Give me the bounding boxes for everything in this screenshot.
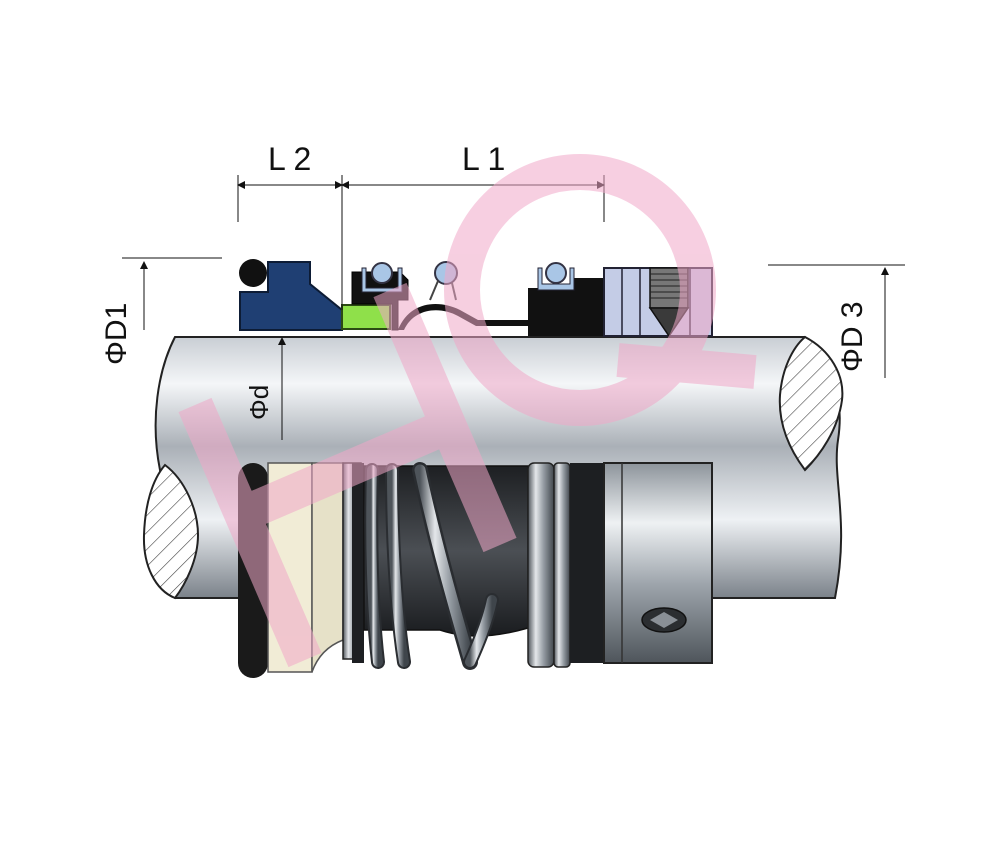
shaft-break-left bbox=[142, 463, 200, 600]
seat-oring-icon bbox=[239, 259, 267, 287]
shaft-break-right bbox=[778, 335, 844, 472]
stationary-seat bbox=[239, 261, 343, 331]
dim-label-l2: L 2 bbox=[268, 141, 311, 177]
drive-oring-icon bbox=[545, 262, 567, 284]
dim-label-l1: L 1 bbox=[462, 141, 505, 177]
drive-band bbox=[528, 278, 604, 336]
dimension-lines bbox=[122, 175, 905, 440]
dim-label-phi-d3: ΦD 3 bbox=[836, 301, 869, 372]
hq-watermark-logo bbox=[178, 154, 757, 668]
dim-label-phi-d: Φd bbox=[244, 385, 274, 420]
set-collar bbox=[603, 462, 713, 664]
face-oring-icon bbox=[371, 262, 393, 284]
spring-coils bbox=[364, 462, 499, 670]
set-screw-icon bbox=[641, 607, 687, 633]
drive-band-outer bbox=[527, 462, 555, 668]
lower-exterior bbox=[238, 462, 713, 678]
dim-label-phi-d1: ΦD1 bbox=[100, 303, 133, 365]
